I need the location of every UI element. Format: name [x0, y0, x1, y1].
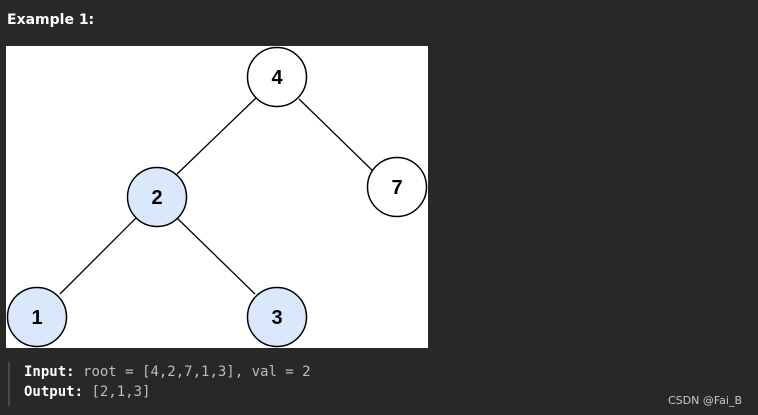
input-value: root = [4,2,7,1,3], val = 2	[83, 364, 311, 380]
node-label-1: 1	[31, 307, 42, 329]
tree-node-2: 2	[126, 166, 188, 228]
tree-svg: 4 2 7 1 3	[6, 46, 428, 348]
node-circle-1	[6, 286, 68, 348]
edge-2-1	[59, 217, 137, 295]
node-circle-7	[366, 156, 428, 218]
tree-edges	[59, 97, 376, 295]
output-label: Output:	[24, 384, 84, 400]
io-code-block: Input: root = [4,2,7,1,3], val = 2 Outpu…	[8, 362, 428, 406]
tree-diagram: 4 2 7 1 3	[6, 46, 428, 348]
input-line: Input: root = [4,2,7,1,3], val = 2	[24, 362, 428, 382]
node-circle-4	[246, 46, 308, 108]
edge-4-7	[298, 98, 376, 174]
edge-2-3	[176, 217, 256, 295]
node-label-3: 3	[271, 307, 282, 329]
output-line: Output: [2,1,3]	[24, 382, 428, 402]
tree-node-1: 1	[6, 286, 68, 348]
example-title: Example 1:	[7, 12, 95, 28]
tree-node-7: 7	[366, 156, 428, 218]
node-label-4: 4	[271, 67, 283, 89]
output-value: [2,1,3]	[91, 384, 151, 400]
node-label-2: 2	[151, 187, 162, 209]
input-label: Input:	[24, 364, 75, 380]
node-circle-2	[126, 166, 188, 228]
edge-4-2	[176, 97, 257, 175]
node-circle-3	[246, 286, 308, 348]
tree-node-4: 4	[246, 46, 308, 108]
csdn-watermark: CSDN @Fai_B	[667, 394, 742, 407]
node-label-7: 7	[391, 177, 402, 199]
tree-node-3: 3	[246, 286, 308, 348]
